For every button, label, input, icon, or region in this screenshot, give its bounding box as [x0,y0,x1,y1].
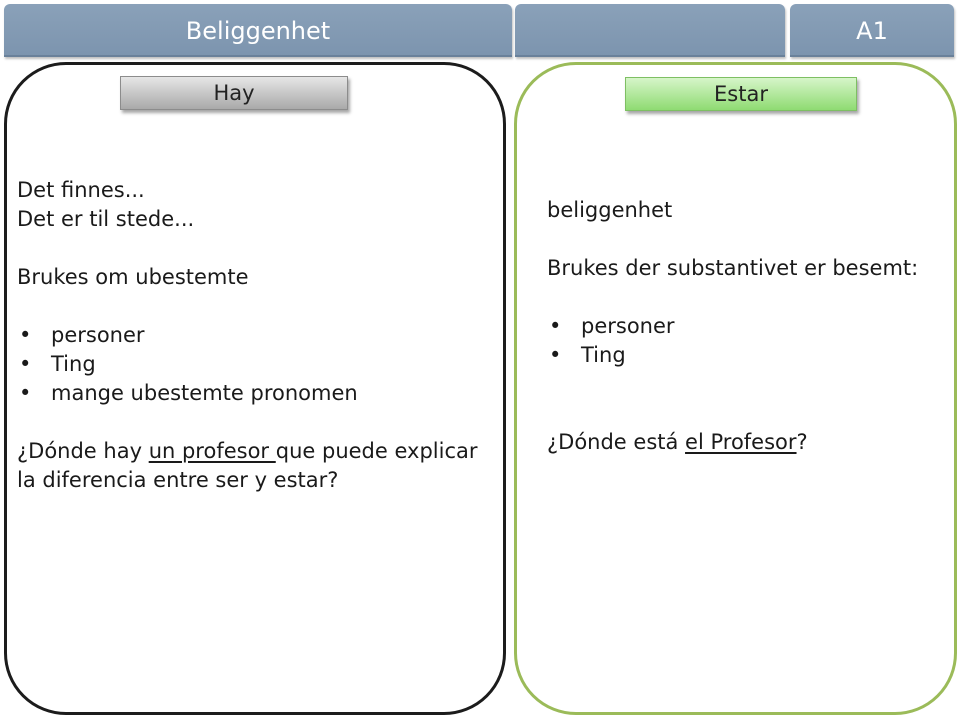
tab-a1-label: A1 [856,16,888,45]
hay-bullet-item: mange ubestemte pronomen [17,379,495,408]
hay-badge: Hay [120,76,348,110]
estar-intro: Brukes der substantivet er besemt: [547,256,919,280]
estar-example: ¿Dónde está el Profesor? [547,428,947,457]
tab-beliggenhet-label: Beliggenhet [185,16,331,45]
tab-blank[interactable] [515,4,785,57]
tab-beliggenhet[interactable]: Beliggenhet [4,4,512,57]
hay-line-1: Det finnes... [17,178,145,202]
estar-bullet-item: personer [547,312,947,341]
estar-bullet-list: personer Ting [547,312,947,370]
hay-bullet-item: personer [17,321,495,350]
estar-badge: Estar [625,77,857,111]
estar-content: beliggenhet Brukes der substantivet er b… [547,196,947,457]
hay-example: ¿Dónde hay un profesor que puede explica… [17,437,495,495]
tab-a1[interactable]: A1 [790,4,954,57]
hay-example-before: ¿Dónde hay [17,439,149,463]
estar-badge-label: Estar [714,82,768,106]
estar-bullet-item: Ting [547,341,947,370]
estar-example-after: ? [796,430,808,454]
hay-bullet-list: personer Ting mange ubestemte pronomen [17,321,495,408]
hay-bullet-item: Ting [17,350,495,379]
estar-heading: beliggenhet [547,198,673,222]
estar-example-underlined: el Profesor [685,430,797,454]
hay-example-after: que puede explicar la diferencia entre s… [17,439,478,492]
estar-panel [514,62,957,715]
hay-content: Det finnes... Det er til stede... Brukes… [17,176,495,495]
hay-badge-label: Hay [213,81,255,105]
hay-example-underlined: un profesor [148,439,276,463]
hay-intro: Brukes om ubestemte [17,265,249,289]
estar-example-before: ¿Dónde está [547,430,686,454]
hay-line-2: Det er til stede... [17,207,195,231]
